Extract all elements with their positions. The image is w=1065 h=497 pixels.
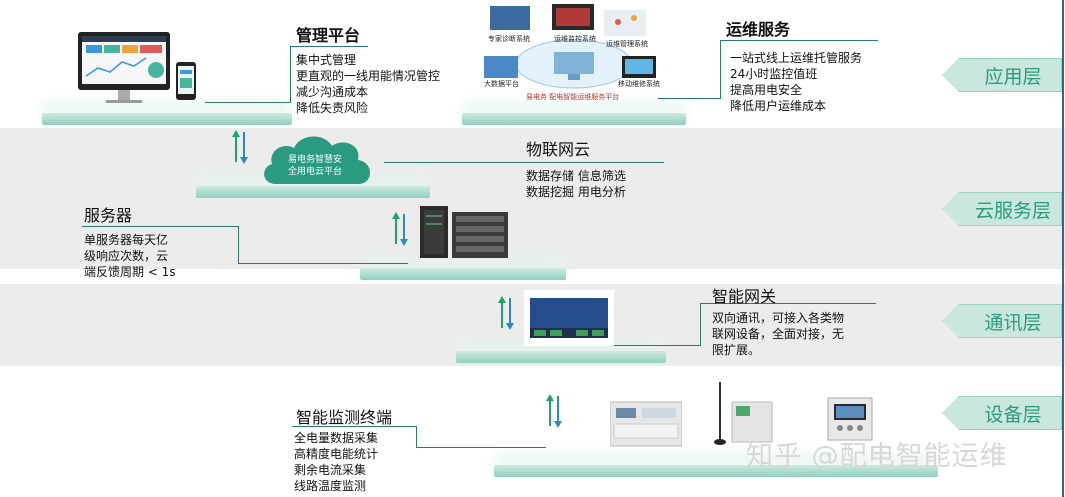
- om-service-desc: 一站式线上运维托管服务 24小时监控值班 提高用电安全 降低用户运维成本: [730, 50, 862, 114]
- cloud-layer-band: [0, 128, 1065, 269]
- terminal-line-2: 高精度电能统计: [294, 447, 379, 461]
- up-down-arrows-icon: [498, 296, 514, 330]
- gateway-connector-line: [614, 345, 700, 346]
- watermark: 知乎 @配电智能运维: [746, 441, 1008, 472]
- collage-label-monitor: 运维监控系统: [554, 34, 596, 43]
- server-title-underline: [82, 226, 238, 227]
- layer-label-application: 应用层: [984, 65, 1042, 88]
- management-platform-desc: 集中式管理 更直观的一线用能情况管控 减少沟通成本 降低失责风险: [296, 52, 440, 116]
- cloud-text-line-1: 易电务智慧安: [288, 153, 342, 165]
- platform-gateway: [456, 351, 666, 363]
- terminal-connector-line: [416, 447, 546, 448]
- platform-server: [360, 268, 566, 280]
- server-connector-vline: [238, 226, 239, 264]
- management-line-3: 减少沟通成本: [296, 85, 369, 99]
- terminal-line-3: 剩余电流采集: [294, 463, 367, 477]
- management-connector-vline: [290, 46, 291, 103]
- wireless-antenna-device: [714, 382, 773, 445]
- server-title: 服务器: [84, 206, 133, 225]
- platform-cloud: [196, 186, 430, 198]
- layer-tab-cloud[interactable]: 云服务层: [942, 192, 1062, 226]
- gateway-title-underline: [700, 303, 876, 304]
- residual-current-monitor-device: [827, 397, 873, 441]
- server-connector-line: [238, 263, 408, 264]
- om-title-underline: [720, 40, 878, 41]
- up-down-arrows-icon: [392, 212, 408, 246]
- om-line-2: 24小时监控值班: [730, 67, 818, 81]
- layer-label-device: 设备层: [984, 403, 1042, 426]
- energy-meter-device: [610, 401, 682, 447]
- server-line-2: 级响应次数，云: [84, 249, 169, 263]
- collage-label-bigdata: 大数据平台: [484, 79, 519, 88]
- right-border: [1062, 0, 1064, 497]
- layer-label-cloud: 云服务层: [974, 199, 1051, 222]
- om-line-4: 降低用户运维成本: [730, 99, 827, 113]
- smart-gateway-device: [524, 290, 614, 346]
- platform-management: [42, 113, 292, 125]
- om-connector-line: [658, 98, 720, 99]
- layer-tab-application[interactable]: 应用层: [942, 58, 1062, 92]
- collage-label-expert: 专家诊断系统: [488, 34, 530, 43]
- management-line-1: 集中式管理: [296, 53, 357, 67]
- iot-cloud-title: 物联网云: [526, 140, 591, 159]
- iot-cloud-line-2: 数据挖掘 用电分析: [526, 185, 626, 199]
- server-line-1: 单服务器每天亿: [84, 233, 169, 247]
- monitor-and-phone-illustration: [78, 32, 196, 103]
- layer-label-communication: 通讯层: [984, 311, 1042, 334]
- up-down-arrows-icon: [232, 130, 248, 164]
- collage-label-mobile: 移动维修系统: [618, 79, 660, 88]
- platform-terminal: [494, 465, 938, 477]
- cloud-text-line-2: 全用电云平台: [288, 165, 342, 177]
- server-line-3: 端反馈周期 < 1s: [84, 265, 176, 279]
- om-connector-vline: [720, 40, 721, 99]
- om-service-collage: 专家诊断系统 运维监控系统 运维管理系统 大数据平台 移动维修系统 易电务 配电…: [484, 4, 660, 101]
- layer-tab-device[interactable]: 设备层: [942, 396, 1062, 430]
- server-rack-illustration: [420, 206, 508, 258]
- terminal-title: 智能监测终端: [296, 408, 393, 427]
- collage-label-management: 运维管理系统: [606, 39, 648, 48]
- management-platform-title: 管理平台: [296, 26, 361, 45]
- management-title-underline: [290, 46, 368, 47]
- server-desc: 单服务器每天亿 级响应次数，云 端反馈周期 < 1s: [84, 232, 176, 280]
- iot-cloud-line-1: 数据存储 信息筛选: [526, 169, 626, 183]
- iot-cloud-desc: 数据存储 信息筛选 数据挖掘 用电分析: [526, 168, 626, 200]
- terminal-desc: 全电量数据采集 高精度电能统计 剩余电流采集 线路温度监测: [294, 430, 378, 494]
- cloud-connector-line: [384, 162, 664, 163]
- gateway-line-1: 双向通讯，可接入各类物: [712, 311, 845, 325]
- layer-tab-communication[interactable]: 通讯层: [942, 304, 1062, 338]
- management-line-4: 降低失责风险: [296, 101, 369, 115]
- terminal-connector-vline: [416, 426, 417, 448]
- gateway-title: 智能网关: [712, 287, 777, 306]
- management-connector-line: [205, 102, 290, 103]
- gateway-line-3: 限扩展。: [712, 343, 761, 357]
- om-service-title: 运维服务: [726, 20, 791, 39]
- collage-caption: 易电务 配电智能运维服务平台: [526, 92, 619, 101]
- gateway-desc: 双向通讯，可接入各类物 联网设备，全面对接，无 限扩展。: [712, 310, 844, 358]
- terminal-line-4: 线路温度监测: [294, 479, 367, 493]
- gateway-line-2: 联网设备，全面对接，无: [712, 327, 845, 341]
- gateway-connector-vline: [700, 303, 701, 346]
- terminal-title-underline: [292, 426, 416, 427]
- platform-om-service: [462, 113, 686, 125]
- cloud-platform-icon: 易电务智慧安 全用电云平台: [264, 136, 370, 184]
- terminal-line-1: 全电量数据采集: [294, 431, 379, 445]
- management-line-2: 更直观的一线用能情况管控: [296, 69, 441, 83]
- up-down-arrows-icon: [546, 394, 562, 428]
- om-line-3: 提高用电安全: [730, 83, 803, 97]
- om-line-1: 一站式线上运维托管服务: [730, 51, 863, 65]
